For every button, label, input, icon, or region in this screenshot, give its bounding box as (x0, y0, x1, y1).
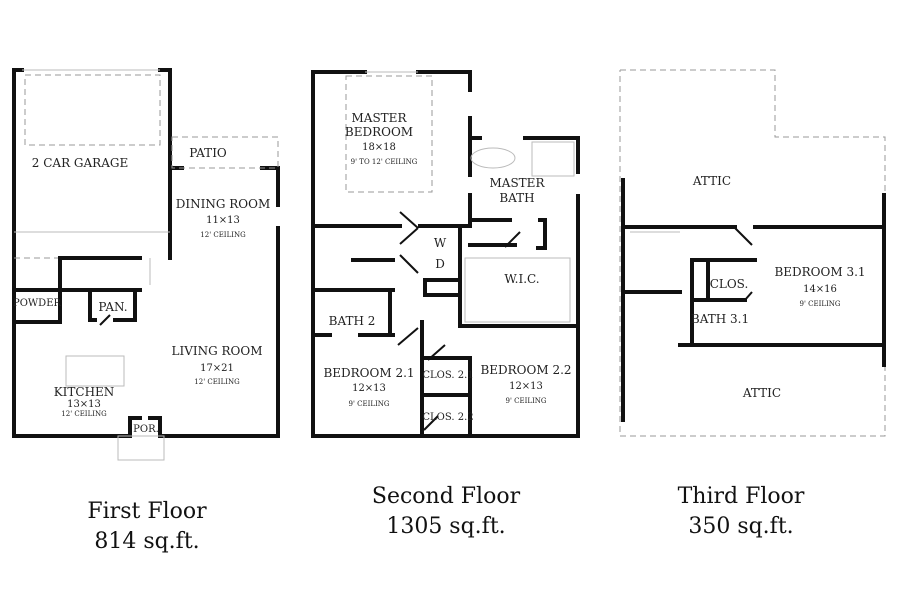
second-floor-caption: Second Floor 1305 sq.ft. (346, 482, 546, 542)
room-dining-size: 11×13 (206, 215, 240, 226)
room-bedroom-2-2-size: 12×13 (509, 381, 543, 392)
room-master-bedroom: MASTER (352, 111, 408, 125)
second-floor-plan (311, 70, 580, 438)
third-floor-labels: ATTIC CLOS. BEDROOM 3.1 14×16 9' CEILING… (691, 174, 866, 400)
room-closet-3: CLOS. (710, 277, 749, 291)
room-attic-upper: ATTIC (692, 174, 731, 188)
room-bedroom-2-1: BEDROOM 2.1 (323, 366, 414, 380)
room-closet-2-1: CLOS. 2.1 (422, 370, 473, 381)
floor-area: 1305 sq.ft. (386, 514, 506, 539)
floor-title: Third Floor (677, 484, 805, 509)
floor-title: First Floor (87, 499, 207, 524)
room-kitchen: KITCHEN (54, 385, 115, 399)
second-floor-labels: MASTER BEDROOM 18×18 9' TO 12' CEILING M… (323, 111, 571, 423)
room-master-bedroom-line2: BEDROOM (345, 125, 413, 139)
room-master-ceiling: 9' TO 12' CEILING (351, 158, 418, 166)
room-bedroom-3-1-ceiling: 9' CEILING (800, 300, 841, 308)
washer-label: W (434, 236, 447, 250)
room-bedroom-3-1-size: 14×16 (803, 284, 837, 295)
room-kitchen-size: 13×13 (67, 399, 101, 410)
room-kitchen-ceiling: 12' CEILING (61, 410, 107, 418)
room-bedroom-2-2-ceiling: 9' CEILING (506, 397, 547, 405)
room-attic-lower: ATTIC (742, 386, 781, 400)
third-floor-plan (619, 69, 886, 437)
first-floor-plan (12, 68, 280, 461)
room-living-ceiling: 12' CEILING (194, 378, 240, 386)
room-bedroom-3-1: BEDROOM 3.1 (774, 265, 865, 279)
room-dining-ceiling: 12' CEILING (200, 231, 246, 239)
room-wic: W.I.C. (504, 272, 539, 286)
room-bedroom-2-1-ceiling: 9' CEILING (349, 400, 390, 408)
dryer-label: D (435, 257, 445, 271)
room-living-size: 17×21 (200, 363, 234, 374)
room-living: LIVING ROOM (171, 344, 262, 358)
room-bedroom-2-2: BEDROOM 2.2 (480, 363, 571, 377)
room-bedroom-2-1-size: 12×13 (352, 383, 386, 394)
room-bath-2: BATH 2 (329, 314, 376, 328)
room-pantry: PAN. (98, 300, 127, 314)
floor-area: 350 sq.ft. (688, 514, 794, 539)
floor-title: Second Floor (371, 484, 521, 509)
room-master-bath: MASTER (490, 176, 546, 190)
floor-area: 814 sq.ft. (94, 529, 200, 554)
room-garage: 2 CAR GARAGE (32, 156, 128, 170)
room-dining: DINING ROOM (176, 197, 271, 211)
room-porch: POR. (133, 424, 159, 435)
first-floor-labels: 2 CAR GARAGE PATIO DINING ROOM 11×13 12'… (13, 146, 270, 435)
room-bath-3-1: BATH 3.1 (691, 312, 749, 326)
room-master-size: 18×18 (362, 142, 396, 153)
first-floor-caption: First Floor 814 sq.ft. (47, 497, 247, 557)
room-patio: PATIO (189, 146, 227, 160)
room-powder: POWDER (13, 298, 62, 309)
third-floor-caption: Third Floor 350 sq.ft. (641, 482, 841, 542)
room-master-bath-line2: BATH (499, 191, 534, 205)
room-closet-2-2: CLOS. 2.2 (422, 412, 473, 423)
